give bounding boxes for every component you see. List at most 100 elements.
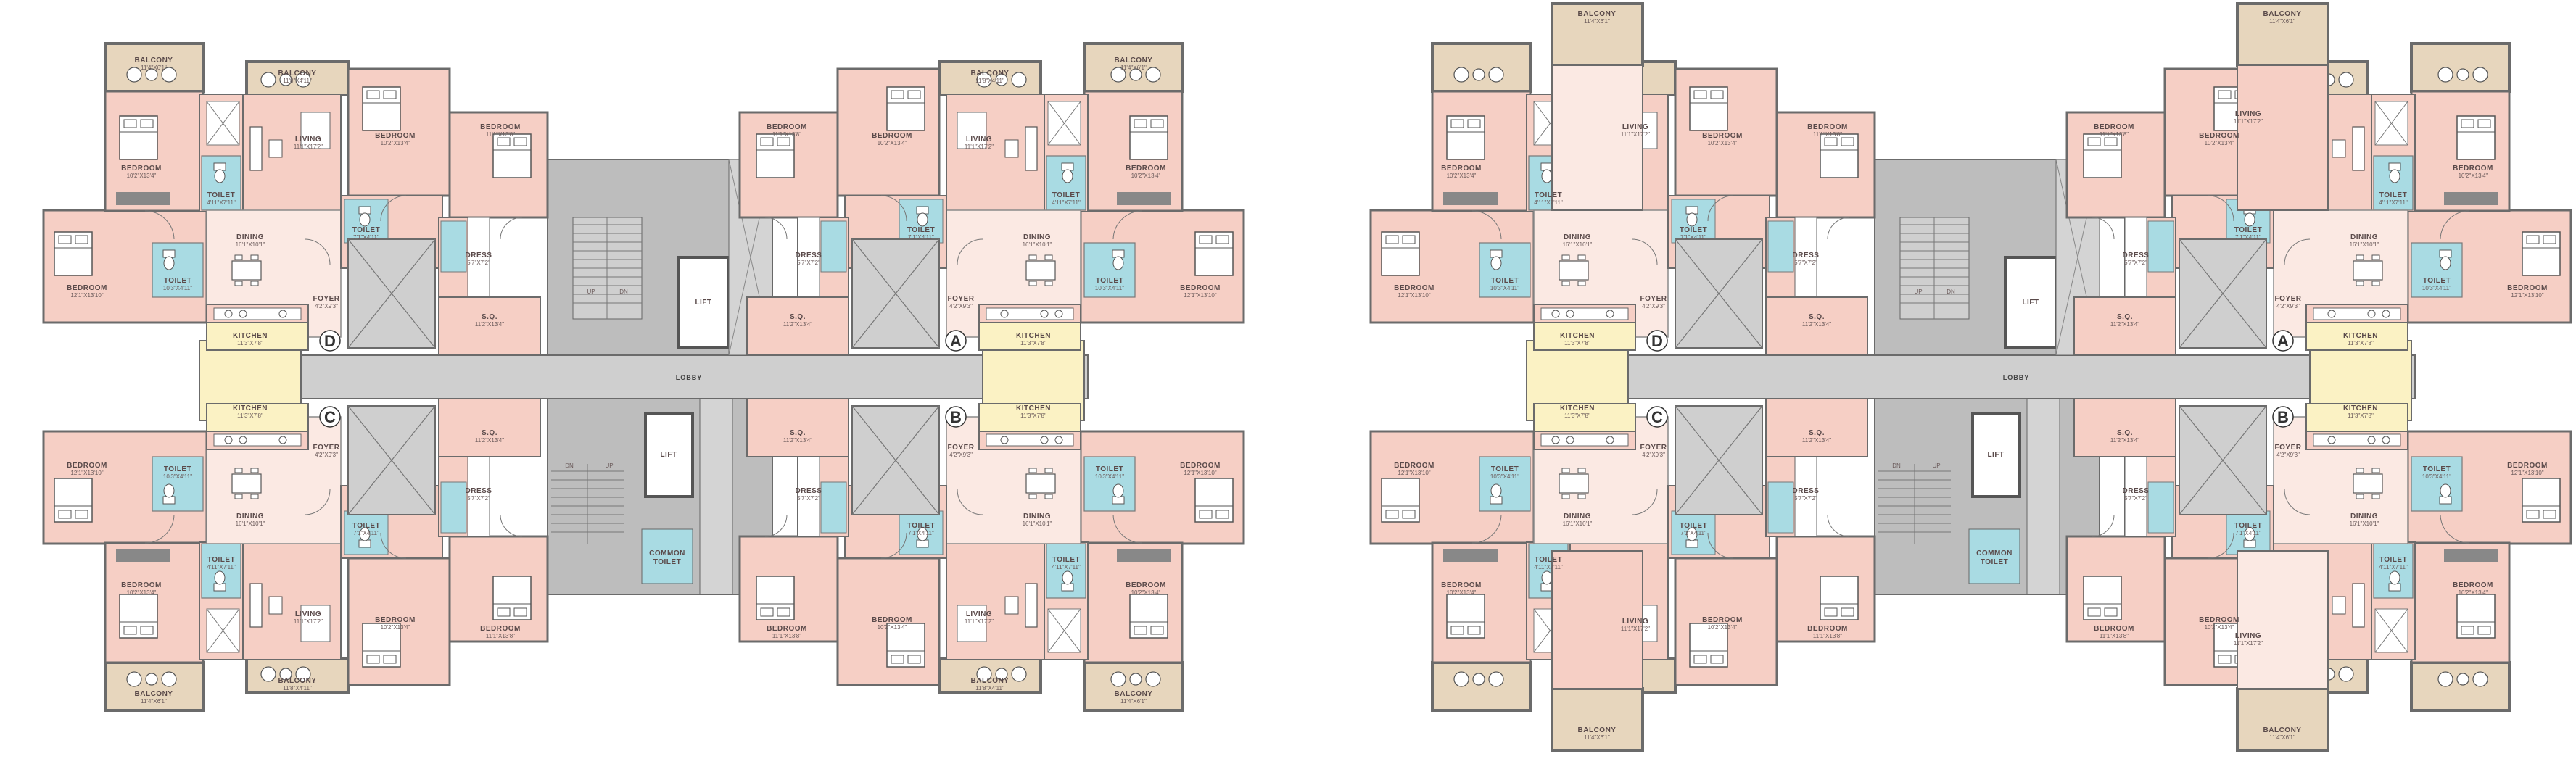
stair-up-label: UP bbox=[605, 462, 613, 469]
foyer-label: FOYER bbox=[948, 295, 975, 303]
toilet-dim: 10'3"X4'11" bbox=[1490, 473, 1519, 480]
toilet-dim: 4'11"X7'11" bbox=[1534, 564, 1563, 570]
living-label: LIVING bbox=[1622, 123, 1648, 131]
kitchen-dim: 11'3"X7'8" bbox=[2348, 412, 2374, 419]
unit-marker-a: A bbox=[2277, 332, 2289, 350]
bedroom-label: BEDROOM bbox=[2507, 284, 2548, 292]
dining-dim: 16'1"X10'1" bbox=[236, 520, 265, 527]
foyer-dim: 4'2"X9'3" bbox=[2276, 452, 2300, 458]
bedroom-dim: 10'2"X13'4" bbox=[2459, 589, 2488, 596]
foyer-label: FOYER bbox=[1640, 444, 1667, 452]
toilet-dim: 4'11"X7'11" bbox=[207, 564, 236, 570]
bedroom-label: BEDROOM bbox=[480, 625, 521, 633]
toilet-dim: 10'3"X4'11" bbox=[163, 285, 192, 291]
toilet-dim: 7'1"X4'11" bbox=[2235, 234, 2261, 241]
bedroom-label: BEDROOM bbox=[2199, 132, 2239, 140]
balcony-label: BALCONY bbox=[2263, 726, 2302, 734]
toilet-label: TOILET bbox=[207, 191, 235, 199]
foyer-dim: 4'2"X9'3" bbox=[1642, 303, 1665, 310]
bedroom-dim: 10'2"X13'4" bbox=[127, 173, 157, 179]
living-dim: 11'1"X17'2" bbox=[965, 144, 994, 150]
lobby-label: LOBBY bbox=[676, 374, 703, 381]
bedroom-label: BEDROOM bbox=[1180, 284, 1221, 292]
foyer-dim: 4'2"X9'3" bbox=[949, 303, 973, 310]
toilet-label: TOILET bbox=[1535, 556, 1562, 564]
sq-label: S.Q. bbox=[790, 313, 806, 321]
foyer-label: FOYER bbox=[948, 444, 975, 452]
bedroom-label: BEDROOM bbox=[1441, 581, 1482, 589]
bedroom-label: BEDROOM bbox=[872, 616, 912, 624]
sq-dim: 11'2"X13'4" bbox=[1802, 321, 1831, 328]
bedroom-label: BEDROOM bbox=[1807, 123, 1848, 131]
bedroom-label: BEDROOM bbox=[767, 123, 807, 131]
stair-up-label: UP bbox=[1914, 289, 1922, 295]
sq-dim: 11'2"X13'4" bbox=[475, 437, 504, 444]
building-right bbox=[1371, 2, 2571, 752]
kitchen-dim: 11'3"X7'8" bbox=[237, 412, 263, 419]
dress-dim: 5'7"X7'2" bbox=[467, 260, 490, 266]
bedroom-label: BEDROOM bbox=[480, 123, 521, 131]
balcony-dim-bl2: 11'8"X4'11" bbox=[283, 685, 312, 692]
dining-label: DINING bbox=[2350, 512, 2378, 520]
bedroom-label: BEDROOM bbox=[1702, 616, 1743, 624]
bedroom-dim: 10'2"X13'4" bbox=[1708, 140, 1738, 146]
toilet-dim: 10'3"X4'11" bbox=[2422, 285, 2451, 291]
unit-marker-d: D bbox=[1651, 332, 1663, 350]
dining-dim: 16'1"X10'1" bbox=[236, 241, 265, 248]
bedroom-label: BEDROOM bbox=[1807, 625, 1848, 633]
stair-up-label: UP bbox=[1932, 462, 1940, 469]
bedroom-label: BEDROOM bbox=[375, 132, 416, 140]
toilet-dim: 4'11"X7'11" bbox=[207, 199, 236, 206]
stair-dn-label: DN bbox=[619, 289, 628, 295]
bedroom-dim: 10'2"X13'4" bbox=[2205, 624, 2234, 631]
toilet-label: TOILET bbox=[1680, 522, 1707, 530]
toilet-label: TOILET bbox=[907, 226, 935, 234]
toilet-dim: 10'3"X4'11" bbox=[2422, 473, 2451, 480]
bedroom-dim: 11'1"X13'8" bbox=[2100, 131, 2129, 138]
foyer-label: FOYER bbox=[1640, 295, 1667, 303]
kitchen-dim: 11'3"X7'8" bbox=[1564, 340, 1590, 346]
bedroom-dim: 11'1"X13'8" bbox=[486, 633, 515, 639]
living-dim: 11'1"X17'2" bbox=[294, 144, 323, 150]
balcony-dim: 11'4"X6'1" bbox=[2269, 18, 2295, 25]
balcony-label: BALCONY bbox=[1578, 10, 1617, 18]
bedroom-dim: 11'1"X13'8" bbox=[772, 633, 801, 639]
sq-dim: 11'2"X13'4" bbox=[783, 437, 812, 444]
bedroom-label: BEDROOM bbox=[2453, 165, 2493, 173]
dress-label: DRESS bbox=[796, 487, 822, 495]
living-label: LIVING bbox=[966, 610, 992, 618]
living-dim: 11'1"X17'2" bbox=[965, 618, 994, 625]
living-label: LIVING bbox=[295, 610, 321, 618]
bedroom-dim: 10'2"X13'4" bbox=[2459, 173, 2488, 179]
bedroom-dim: 12'1"X13'10" bbox=[70, 292, 103, 299]
lobby-label: LOBBY bbox=[2003, 374, 2030, 381]
bedroom-dim: 12'1"X13'10" bbox=[2511, 470, 2543, 476]
bedroom-label: BEDROOM bbox=[375, 616, 416, 624]
foyer-dim: 4'2"X9'3" bbox=[315, 303, 338, 310]
living-dim: 11'1"X17'2" bbox=[2234, 640, 2263, 647]
stair-dn-label: DN bbox=[1892, 462, 1901, 469]
toilet-label: TOILET bbox=[164, 277, 191, 285]
bedroom-label: BEDROOM bbox=[121, 165, 162, 173]
common-toilet-label-2: TOILET bbox=[653, 558, 681, 566]
foyer-label: FOYER bbox=[313, 444, 340, 452]
dining-label: DINING bbox=[236, 512, 264, 520]
bedroom-dim: 10'2"X13'4" bbox=[1447, 589, 1477, 596]
toilet-label: TOILET bbox=[1535, 191, 1562, 199]
dress-label: DRESS bbox=[2123, 487, 2150, 495]
balcony-label: BALCONY bbox=[2263, 10, 2302, 18]
bedroom-dim: 10'2"X13'4" bbox=[1131, 173, 1161, 179]
bedroom-label: BEDROOM bbox=[1126, 165, 1166, 173]
foyer-dim: 4'2"X9'3" bbox=[2276, 303, 2300, 310]
dress-dim: 5'7"X7'2" bbox=[2124, 260, 2147, 266]
unit-marker-c: C bbox=[324, 408, 336, 426]
toilet-dim: 10'3"X4'11" bbox=[1490, 285, 1519, 291]
bedroom-label: BEDROOM bbox=[1394, 284, 1434, 292]
unit-marker-b: B bbox=[2277, 408, 2289, 426]
bedroom-dim: 12'1"X13'10" bbox=[1184, 470, 1216, 476]
sq-label: S.Q. bbox=[482, 313, 498, 321]
stair-dn-label: DN bbox=[565, 462, 574, 469]
toilet-label: TOILET bbox=[907, 522, 935, 530]
sq-label: S.Q. bbox=[482, 429, 498, 437]
dress-dim: 5'7"X7'2" bbox=[797, 495, 820, 502]
